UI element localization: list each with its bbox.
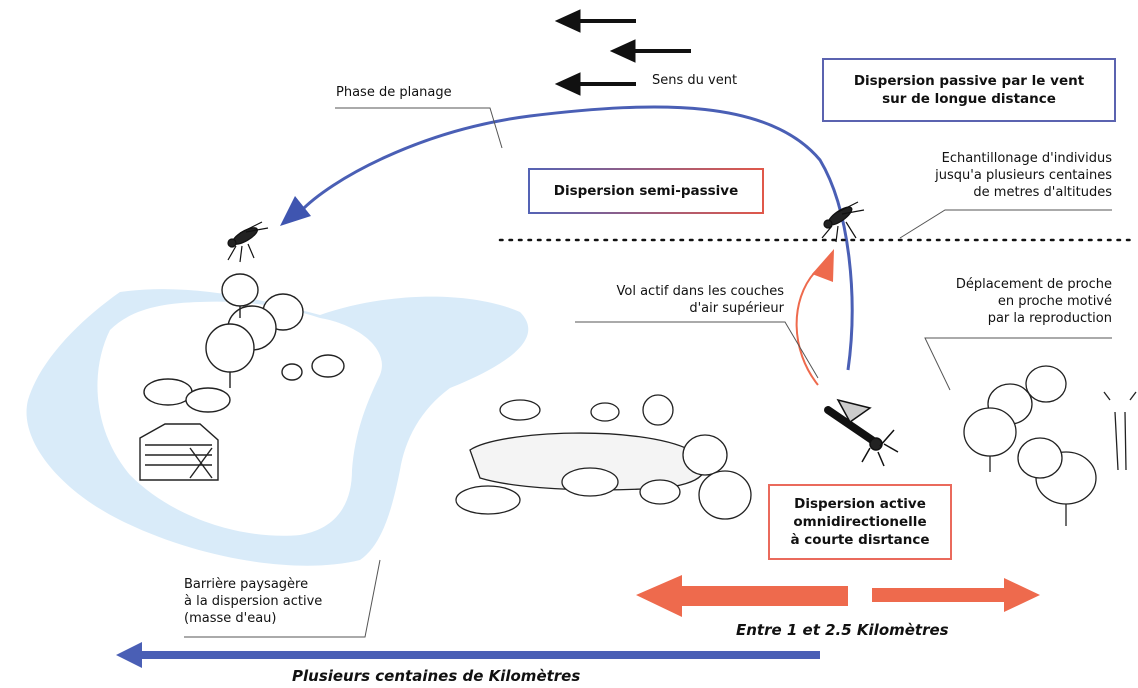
sampling-label: Echantillonage d'individus jusqu'a plusi… (935, 151, 1112, 200)
gliding-arrowhead (280, 196, 311, 226)
barrier-label: Barrière paysagère à la dispersion activ… (184, 577, 323, 626)
leader-lines (184, 107, 1112, 638)
long-distance-arrow (116, 642, 820, 668)
mosquito-active-icon (824, 398, 899, 467)
gliding-trajectory (298, 105, 854, 371)
active-flight-arrow (795, 271, 819, 386)
long-distance-label: Plusieurs centaines de Kilomètres (292, 667, 581, 685)
water-body (26, 289, 529, 566)
left-landscape (143, 273, 345, 413)
barn-icon (139, 423, 219, 481)
pond-landscape (455, 394, 752, 520)
active-flight-arrowhead (812, 249, 834, 282)
proche-label: Déplacement de proche en proche motivé p… (955, 277, 1112, 326)
short-distance-arrow (636, 575, 1040, 617)
active-flight-label: Vol actif dans les couches d'air supérie… (616, 284, 785, 316)
short-distance-label: Entre 1 et 2.5 Kilomètres (736, 621, 949, 639)
gliding-label: Phase de planage (336, 85, 452, 100)
mosquito-glide-icon (227, 221, 269, 263)
wind-label: Sens du vent (652, 73, 738, 88)
passive-dispersion-box: Dispersion passive par le vent sur de lo… (822, 58, 1116, 122)
right-landscape (963, 365, 1137, 526)
semi-passive-dispersion-box: Dispersion semi-passive (528, 168, 764, 214)
wind-arrows (554, 9, 691, 96)
mosquito-altitude-icon (821, 201, 865, 243)
active-dispersion-box: Dispersion active omnidirectionelle à co… (768, 484, 952, 560)
